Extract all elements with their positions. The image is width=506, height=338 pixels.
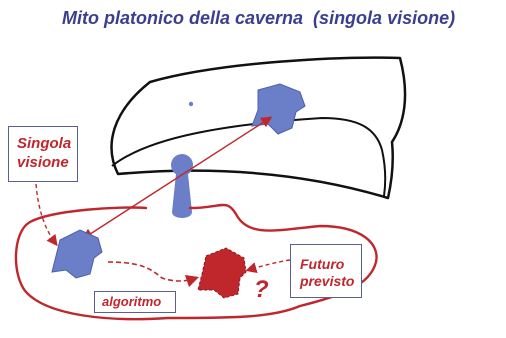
shirt-shape-wall-icon — [251, 83, 306, 135]
algorithm-arrow — [107, 261, 200, 288]
futuro-pointer-arrow — [245, 259, 291, 274]
cave-inner-outline — [111, 117, 387, 197]
label-singola-visione: Singola visione — [8, 126, 78, 182]
shirt-shape-memory-icon — [51, 229, 103, 279]
mind-loop — [14, 203, 378, 321]
label-futuro-previsto: Futuro previsto — [290, 244, 362, 298]
label-futuro-line2: previsto — [300, 273, 355, 289]
label-futuro-line1: Futuro — [300, 256, 345, 272]
label-singola-line1: Singola — [17, 135, 72, 152]
singola-pointer-arrow — [35, 183, 58, 247]
page-title: Mito platonico della caverna (singola vi… — [62, 8, 456, 28]
cave-outer-outline — [110, 56, 407, 200]
shirt-shape-future-icon — [197, 247, 247, 299]
vision-arrow — [81, 116, 273, 240]
label-singola-line2: visione — [17, 154, 69, 171]
question-mark: ? — [254, 276, 269, 303]
cave-dot — [188, 101, 194, 107]
label-algoritmo: algoritmo — [94, 291, 176, 313]
